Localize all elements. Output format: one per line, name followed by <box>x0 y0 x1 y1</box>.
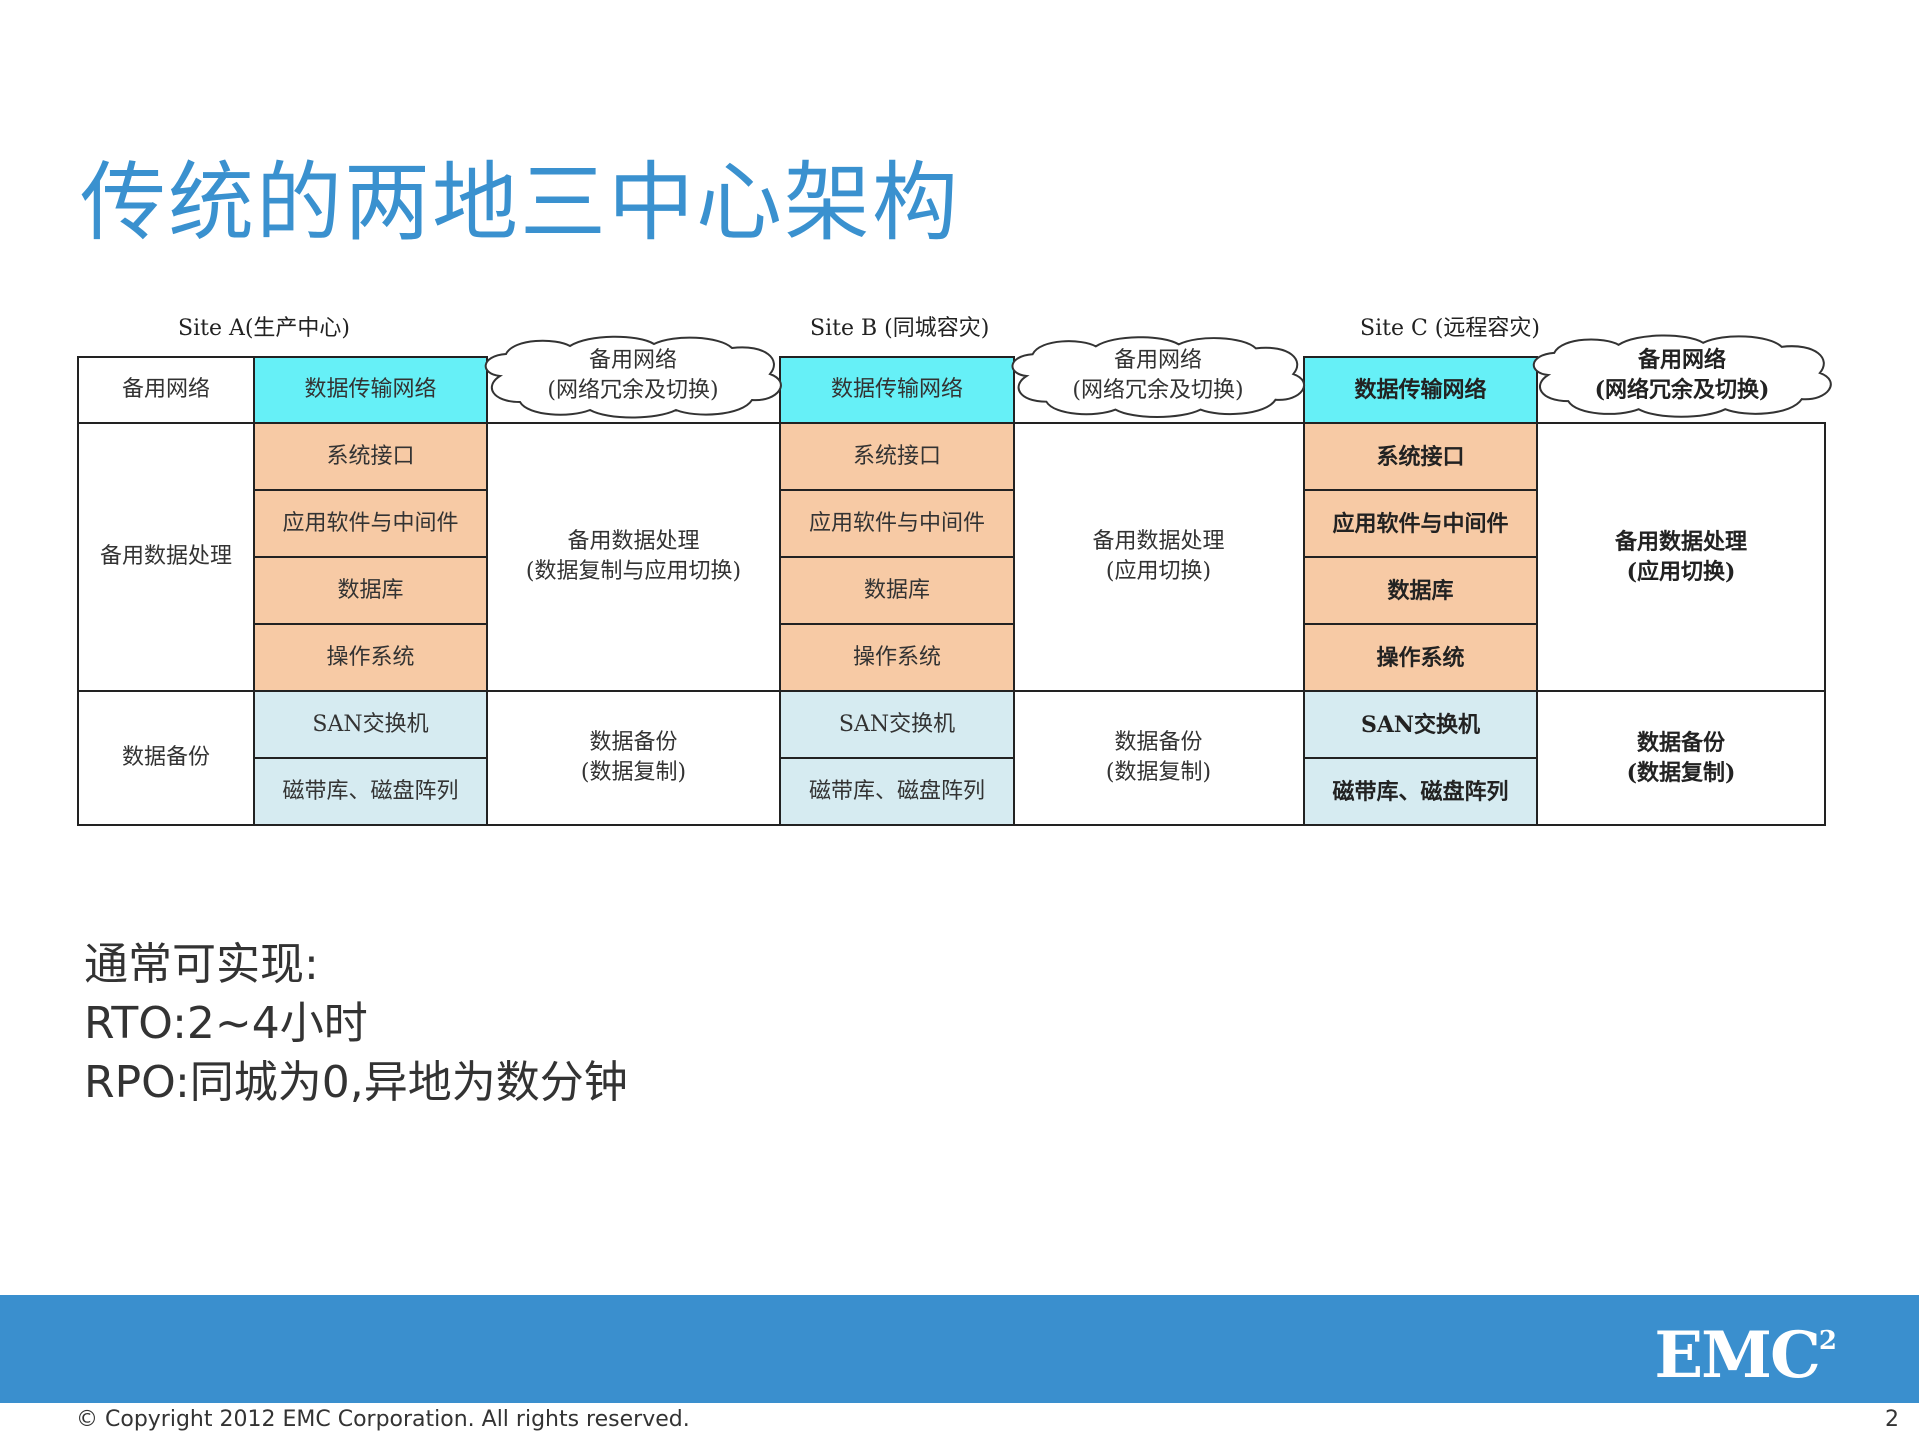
site-c-backup: 数据备份 (数据复制) <box>1537 691 1825 825</box>
cloud-icon <box>1532 334 1832 418</box>
row-label-network: 备用网络 <box>121 377 210 402</box>
site-b-processing: 备用数据处理 (应用切换) <box>1014 423 1303 691</box>
site-a-middleware: 应用软件与中间件 <box>254 490 487 557</box>
grid-line <box>254 623 487 625</box>
row-label-backup: 数据备份 <box>121 745 210 770</box>
site-c-os: 操作系统 <box>1304 624 1537 691</box>
grid-line <box>779 356 781 826</box>
page-title: 传统的两地三中心架构 <box>80 153 960 253</box>
site-b-backup: 数据备份 (数据复制) <box>1014 691 1303 825</box>
site-b-processing-detail: (应用切换) <box>1105 559 1212 584</box>
site-b-system-interface: 系统接口 <box>780 423 1014 490</box>
grid-line <box>780 489 1014 491</box>
grid-line <box>1304 623 1537 625</box>
summary-text: 通常可实现: RTO:2~4小时 RPO:同城为0,异地为数分钟 <box>84 935 628 1112</box>
site-a-processing-title: 备用数据处理 <box>567 529 700 554</box>
grid-line <box>780 356 1014 358</box>
cloud-icon <box>1011 336 1306 418</box>
grid-line <box>1536 356 1538 826</box>
site-a-cloud-detail: (网络冗余及切换) <box>547 378 719 403</box>
site-a-database: 数据库 <box>254 557 487 624</box>
grid-line <box>780 556 1014 558</box>
site-c-backup-detail: (数据复制) <box>1626 760 1736 786</box>
site-b-os: 操作系统 <box>780 624 1014 691</box>
site-c-processing: 备用数据处理 (应用切换) <box>1537 423 1825 691</box>
site-c-system-interface: 系统接口 <box>1304 423 1537 490</box>
grid-line <box>77 356 487 358</box>
site-c-processing-detail: (应用切换) <box>1626 559 1736 585</box>
site-c-cloud-detail: (网络冗余及切换) <box>1594 377 1770 403</box>
site-b-label: Site B (同城容灾) <box>810 316 990 341</box>
site-a-backup: 数据备份 (数据复制) <box>487 691 780 825</box>
grid-line <box>254 757 487 759</box>
site-b-middleware: 应用软件与中间件 <box>780 490 1014 557</box>
rpo-line: RPO:同城为0,异地为数分钟 <box>84 1057 628 1108</box>
site-c-middleware: 应用软件与中间件 <box>1304 490 1537 557</box>
rto-line: RTO:2~4小时 <box>84 998 368 1049</box>
site-a-processing: 备用数据处理 (数据复制与应用切换) <box>487 423 780 691</box>
logo-superscript: 2 <box>1818 1325 1837 1356</box>
grid-line <box>1304 556 1537 558</box>
site-c-backup-title: 数据备份 <box>1636 730 1725 756</box>
site-b-cloud-detail: (网络冗余及切换) <box>1072 378 1244 403</box>
site-b-san-switch: SAN交换机 <box>780 691 1014 758</box>
site-a-processing-detail: (数据复制与应用切换) <box>525 559 742 584</box>
grid-line <box>254 489 487 491</box>
grid-line <box>77 356 79 826</box>
site-c-label: Site C (远程容灾) <box>1360 316 1540 341</box>
site-a-label: Site A(生产中心) <box>178 316 351 341</box>
grid-line <box>77 690 1826 692</box>
site-b-network: 数据传输网络 <box>780 357 1014 423</box>
site-a-network: 数据传输网络 <box>254 357 487 423</box>
grid-line <box>77 422 1826 424</box>
site-b-backup-title: 数据备份 <box>1114 730 1203 755</box>
site-c-cloud-title: 备用网络 <box>1637 347 1726 373</box>
grid-line <box>1824 422 1826 826</box>
grid-line <box>1013 356 1015 826</box>
site-a-san-switch: SAN交换机 <box>254 691 487 758</box>
site-c-database: 数据库 <box>1304 557 1537 624</box>
grid-line <box>780 757 1014 759</box>
emc-logo: EMC2 <box>1654 1318 1837 1393</box>
site-a-os: 操作系统 <box>254 624 487 691</box>
site-c-processing-title: 备用数据处理 <box>1614 529 1747 555</box>
grid-line <box>1304 757 1537 759</box>
site-a-storage: 磁带库、磁盘阵列 <box>254 758 487 825</box>
site-a-system-interface: 系统接口 <box>254 423 487 490</box>
site-b-backup-detail: (数据复制) <box>1105 760 1212 785</box>
site-c-backup-network-cloud: 备用网络 (网络冗余及切换) <box>1518 330 1846 420</box>
grid-line <box>253 356 255 826</box>
page-number: 2 <box>1885 1407 1899 1432</box>
grid-line <box>254 556 487 558</box>
site-a-cloud-title: 备用网络 <box>588 348 677 373</box>
site-b-database: 数据库 <box>780 557 1014 624</box>
site-b-cloud-title: 备用网络 <box>1113 348 1202 373</box>
site-c-san-switch: SAN交换机 <box>1304 691 1537 758</box>
site-a-backup-network-cloud: 备用网络 (网络冗余及切换) <box>470 332 796 420</box>
grid-line <box>1304 356 1537 358</box>
site-a-backup-title: 数据备份 <box>589 730 678 755</box>
site-c-network: 数据传输网络 <box>1304 357 1537 423</box>
logo-text: EMC <box>1654 1318 1821 1393</box>
grid-line <box>77 824 1826 826</box>
site-b-storage: 磁带库、磁盘阵列 <box>780 758 1014 825</box>
grid-line <box>1303 356 1305 826</box>
grid-line <box>486 356 488 826</box>
grid-line <box>1304 489 1537 491</box>
site-b-processing-title: 备用数据处理 <box>1092 529 1225 554</box>
summary-heading: 通常可实现: <box>84 939 319 990</box>
site-a-backup-detail: (数据复制) <box>580 760 687 785</box>
footer-band <box>0 1295 1919 1403</box>
copyright: © Copyright 2012 EMC Corporation. All ri… <box>76 1407 690 1432</box>
site-b-backup-network-cloud: 备用网络 (网络冗余及切换) <box>997 332 1319 420</box>
row-label-processing: 备用数据处理 <box>99 544 232 569</box>
site-c-storage: 磁带库、磁盘阵列 <box>1304 758 1537 825</box>
cloud-icon <box>484 335 782 419</box>
grid-line <box>780 623 1014 625</box>
